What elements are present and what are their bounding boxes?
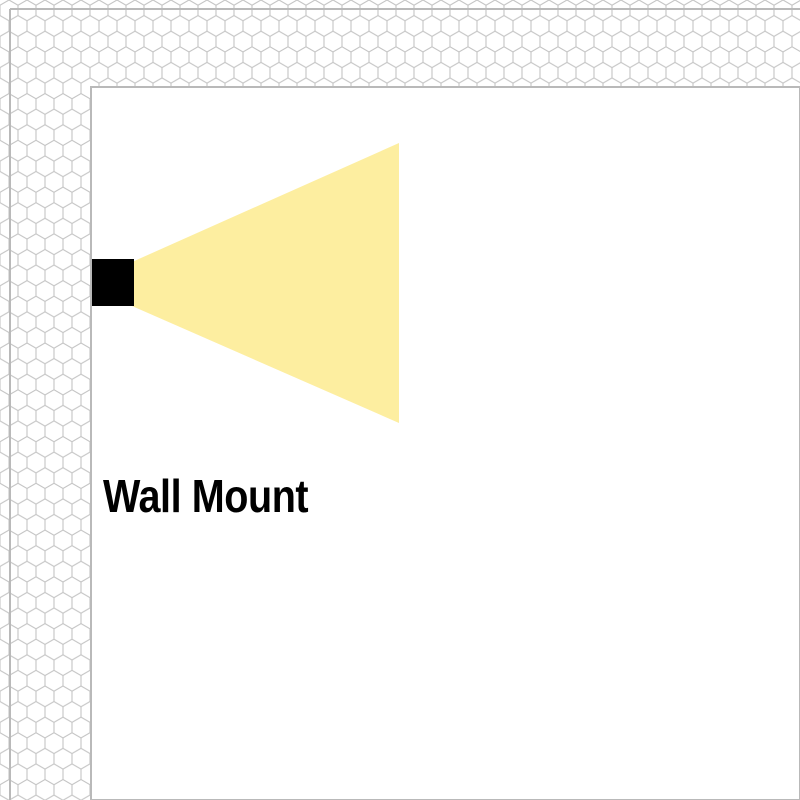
- wall-mounted-light-fixture-icon: [92, 259, 134, 306]
- light-beam-cone: [132, 143, 399, 423]
- room-area: [90, 86, 800, 800]
- wall-mount-label: Wall Mount: [103, 470, 309, 522]
